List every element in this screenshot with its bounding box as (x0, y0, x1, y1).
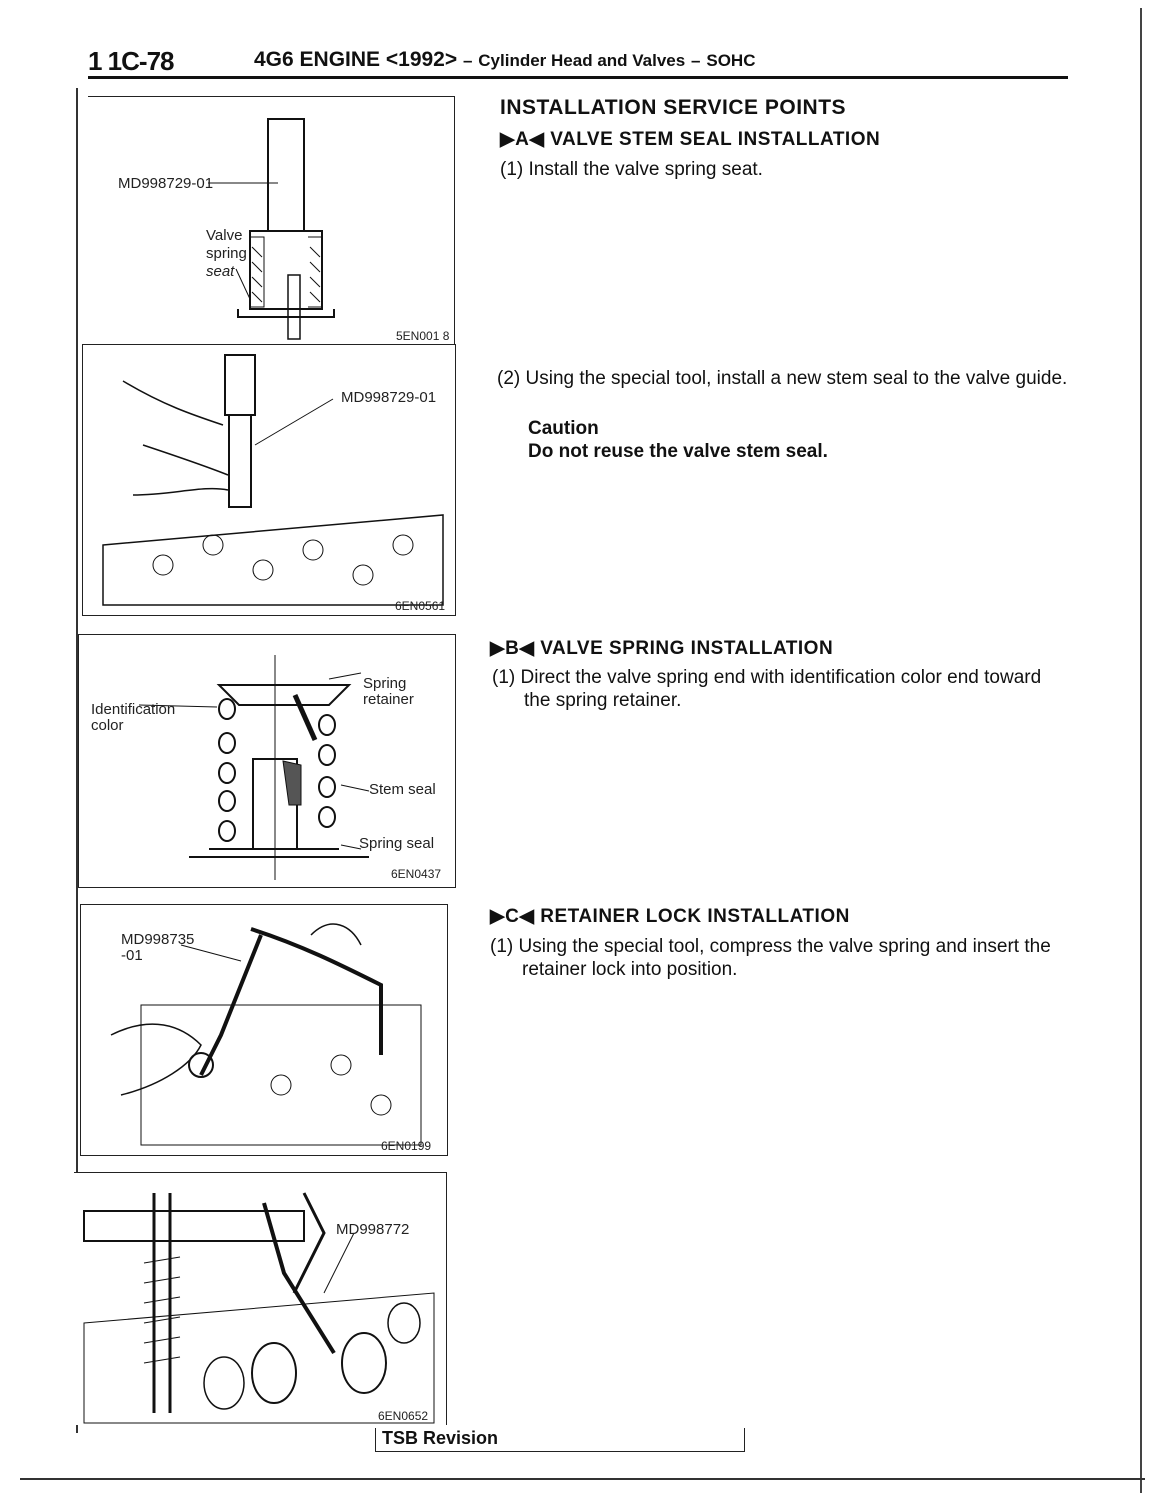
fig1-part-label-1: Valve (206, 227, 243, 244)
valve-seat-drawing (208, 118, 335, 340)
fig3-stem-seal-label: Stem seal (369, 781, 436, 798)
fig1-tool-label: MD998729-01 (118, 175, 214, 192)
valve-spring-drawing (138, 655, 370, 880)
left-margin-rule (76, 88, 78, 1433)
step-a-marker: ▶A◀ (500, 129, 545, 150)
page-title: 4G6 ENGINE <1992> – Cylinder Head and Va… (254, 48, 755, 72)
tsb-revision-label: TSB Revision (382, 1428, 499, 1448)
fig3-retainer-label-2: retainer (363, 691, 414, 708)
fig2-id: 6EN0561 (395, 599, 446, 613)
step-b-marker: ▶B◀ (490, 638, 535, 659)
engine-title: 4G6 ENGINE <1992> (254, 48, 458, 71)
fig5-id: 6EN0652 (378, 1409, 429, 1423)
header-rule (88, 76, 1068, 79)
figure-stem-seal-tool: MD998729-01 6EN0561 (82, 344, 456, 616)
step-c-heading: ▶C◀ RETAINER LOCK INSTALLATION (490, 905, 850, 928)
section-title: Cylinder Head and Valves (478, 51, 686, 70)
step-a-item-1: (1) Install the valve spring seat. (500, 159, 763, 180)
step-a-title: VALVE STEM SEAL INSTALLATION (550, 129, 881, 150)
fig2-tool-label: MD998729-01 (341, 389, 437, 406)
fig4-tool-label-2: -01 (121, 947, 143, 964)
fig3-retainer-label-1: Spring (363, 675, 407, 692)
figure-valve-spring: Spring retainer Identification color Ste… (78, 634, 456, 888)
variant-title: SOHC (706, 51, 756, 70)
page-header: 1 1C-78 4G6 ENGINE <1992> – Cylinder Hea… (88, 46, 1068, 78)
section-heading: INSTALLATION SERVICE POINTS (500, 96, 847, 119)
step-a-item-2: (2) Using the special tool, install a ne… (497, 368, 1068, 389)
title-dash-1: – (462, 51, 473, 70)
figure-valve-spring-seat: MD998729-01 Valve spring seat 5EN001 8 (88, 96, 455, 345)
retainer-lock-drawing (83, 1192, 435, 1424)
step-c-title: RETAINER LOCK INSTALLATION (540, 906, 850, 927)
fig3-id-color-label-2: color (91, 717, 124, 734)
step-c-marker: ▶C◀ (490, 906, 535, 927)
fig3-spring-seal-label: Spring seal (359, 835, 435, 852)
fig1-part-label-3: seat (206, 263, 235, 280)
caution-label: Caution (528, 418, 599, 439)
bottom-rule (20, 1478, 1145, 1480)
fig4-id: 6EN0199 (381, 1139, 432, 1153)
fig5-tool-label: MD998772 (336, 1221, 410, 1238)
fig1-part-label-2: spring (206, 245, 247, 262)
fig4-tool-label-1: MD998735 (121, 931, 195, 948)
step-a-heading: ▶A◀ VALVE STEM SEAL INSTALLATION (500, 128, 880, 151)
step-b-title: VALVE SPRING INSTALLATION (540, 638, 834, 659)
spring-compressor-drawing (110, 923, 422, 1146)
step-b-heading: ▶B◀ VALVE SPRING INSTALLATION (490, 637, 833, 660)
fig3-id: 6EN0437 (391, 867, 442, 881)
fig1-id: 5EN001 8 (396, 329, 450, 343)
title-dash-2: – (691, 51, 701, 70)
fig3-id-color-label-1: Identification (91, 701, 176, 718)
step-c-item-1: (1) Using the special tool, compress the… (490, 936, 1051, 980)
tsb-revision-box: TSB Revision (375, 1428, 745, 1452)
caution-text: Do not reuse the valve stem seal. (528, 441, 828, 462)
figure-spring-compressor: MD998735 -01 6EN0199 (80, 904, 448, 1156)
figure-retainer-lock: MD998772 6EN0652 (74, 1172, 447, 1425)
stem-seal-drawing (102, 354, 444, 606)
step-b-item-1: (1) Direct the valve spring end with ide… (492, 667, 1042, 711)
page-number: 1 1C-78 (88, 46, 174, 76)
right-margin-rule (1140, 8, 1142, 1493)
